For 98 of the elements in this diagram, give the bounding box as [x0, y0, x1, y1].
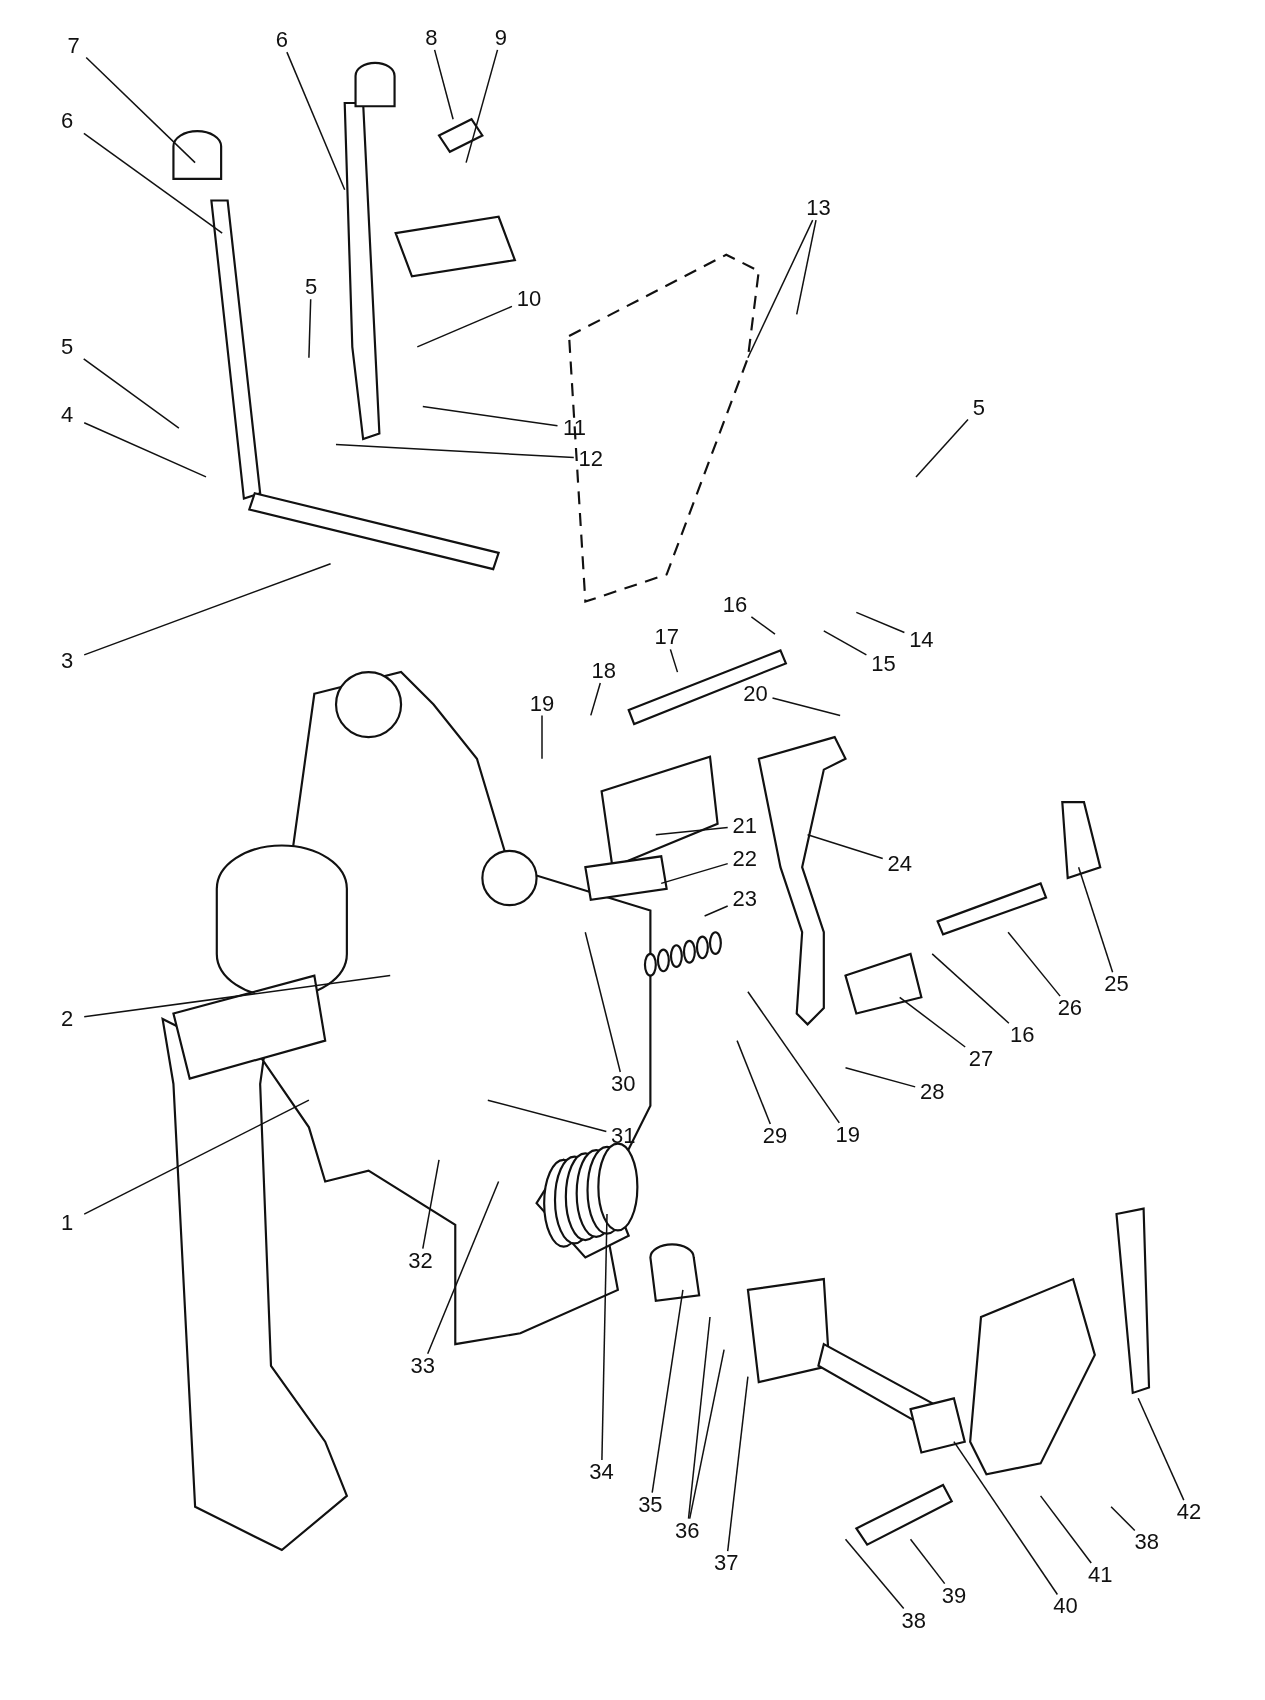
leader-line: [83, 562, 332, 656]
leader-line: [931, 953, 1010, 1024]
callout-number: 30: [606, 1071, 641, 1096]
callout-number: 6: [50, 109, 85, 134]
callout-number: 39: [936, 1583, 971, 1608]
callout-number: 19: [830, 1122, 865, 1147]
leader-line: [953, 1440, 1059, 1596]
callout-number: 5: [294, 275, 329, 300]
leader-line: [83, 974, 391, 1018]
leader-line: [286, 51, 346, 191]
leader-line: [1110, 1505, 1136, 1532]
callout-number: 35: [633, 1492, 668, 1517]
callout-number: 42: [1172, 1500, 1207, 1525]
callout-number: 37: [709, 1551, 744, 1576]
callout-number: 1: [50, 1210, 85, 1235]
leader-line: [426, 1180, 500, 1355]
leader-line: [1007, 931, 1061, 997]
callout-number: 15: [866, 652, 901, 677]
callout-number: 13: [801, 196, 836, 221]
callout-number: 5: [50, 334, 85, 359]
leader-line: [335, 443, 575, 459]
leader-line: [750, 616, 776, 635]
leader-line: [487, 1099, 608, 1133]
callout-number: 17: [649, 625, 684, 650]
leader-line: [806, 833, 884, 860]
callout-number: 10: [511, 287, 546, 312]
leader-line: [909, 1538, 946, 1585]
leader-line: [844, 1538, 905, 1610]
leader-line: [736, 1039, 772, 1125]
leader-line: [655, 826, 729, 836]
callout-number: 26: [1052, 996, 1087, 1021]
callout-number: 14: [904, 627, 939, 652]
callout-number: 33: [405, 1353, 440, 1378]
callout-number: 25: [1099, 972, 1134, 997]
callout-number: 3: [50, 649, 85, 674]
leader-line: [422, 1159, 440, 1250]
callout-number: 28: [915, 1079, 950, 1104]
leader-line: [1077, 866, 1114, 974]
leader-line: [669, 648, 679, 673]
leader-line: [771, 697, 841, 717]
leader-line: [308, 298, 312, 359]
leader-line: [422, 405, 559, 427]
leader-line: [584, 931, 622, 1073]
callout-number: 23: [727, 886, 762, 911]
callout-number: 38: [1129, 1530, 1164, 1555]
callout-number: 20: [738, 681, 773, 706]
leader-line: [855, 611, 906, 634]
leader-line: [651, 1289, 684, 1494]
leader-line: [1039, 1495, 1092, 1564]
leader-line: [703, 905, 729, 917]
leader-line: [601, 1213, 608, 1461]
leader-line: [823, 630, 868, 656]
leader-line: [541, 714, 543, 760]
leader-line: [83, 421, 207, 478]
leader-line: [795, 219, 817, 316]
callout-number: 16: [717, 592, 752, 617]
callout-number: 32: [403, 1248, 438, 1273]
callout-number: 34: [584, 1460, 619, 1485]
callout-number: 41: [1083, 1563, 1118, 1587]
leader-line: [688, 1348, 725, 1520]
leader-line: [687, 1316, 711, 1520]
callout-number: 12: [573, 446, 608, 471]
leader-line: [465, 49, 499, 164]
leader-line: [747, 991, 841, 1124]
callout-number: 18: [586, 658, 621, 683]
callout-number: 4: [50, 403, 85, 428]
callout-number: 38: [896, 1608, 931, 1633]
leader-line: [915, 418, 969, 478]
callout-number: 7: [56, 33, 91, 58]
leader-line: [590, 682, 602, 717]
callout-number: 16: [1005, 1023, 1040, 1048]
callout-number: 31: [606, 1124, 641, 1148]
leader-line: [82, 358, 180, 429]
callout-number: 29: [758, 1124, 793, 1148]
callout-number: 5: [961, 395, 996, 420]
leader-line: [844, 1066, 916, 1088]
callout-number: 22: [727, 846, 762, 871]
leader-line: [1137, 1397, 1185, 1501]
leader-line: [416, 305, 513, 348]
callout-number: 40: [1048, 1594, 1083, 1619]
leader-line: [747, 219, 814, 359]
leader-line: [726, 1375, 749, 1552]
leader-line: [83, 132, 223, 234]
leader-line: [83, 1099, 310, 1215]
callout-number: 27: [964, 1047, 998, 1072]
callout-number: 9: [483, 25, 518, 50]
callout-number: 6: [264, 28, 299, 53]
callout-number: 2: [50, 1006, 85, 1031]
callout-number: 8: [414, 25, 449, 50]
leader-line: [660, 862, 729, 885]
leader-line: [898, 996, 966, 1048]
callout-number: 19: [525, 691, 559, 716]
leader-line: [85, 56, 196, 164]
callout-number: 36: [670, 1518, 705, 1543]
callout-number: 24: [882, 851, 917, 876]
leader-line: [433, 49, 454, 120]
callout-number: 11: [557, 416, 592, 441]
callout-number: 21: [727, 814, 762, 838]
